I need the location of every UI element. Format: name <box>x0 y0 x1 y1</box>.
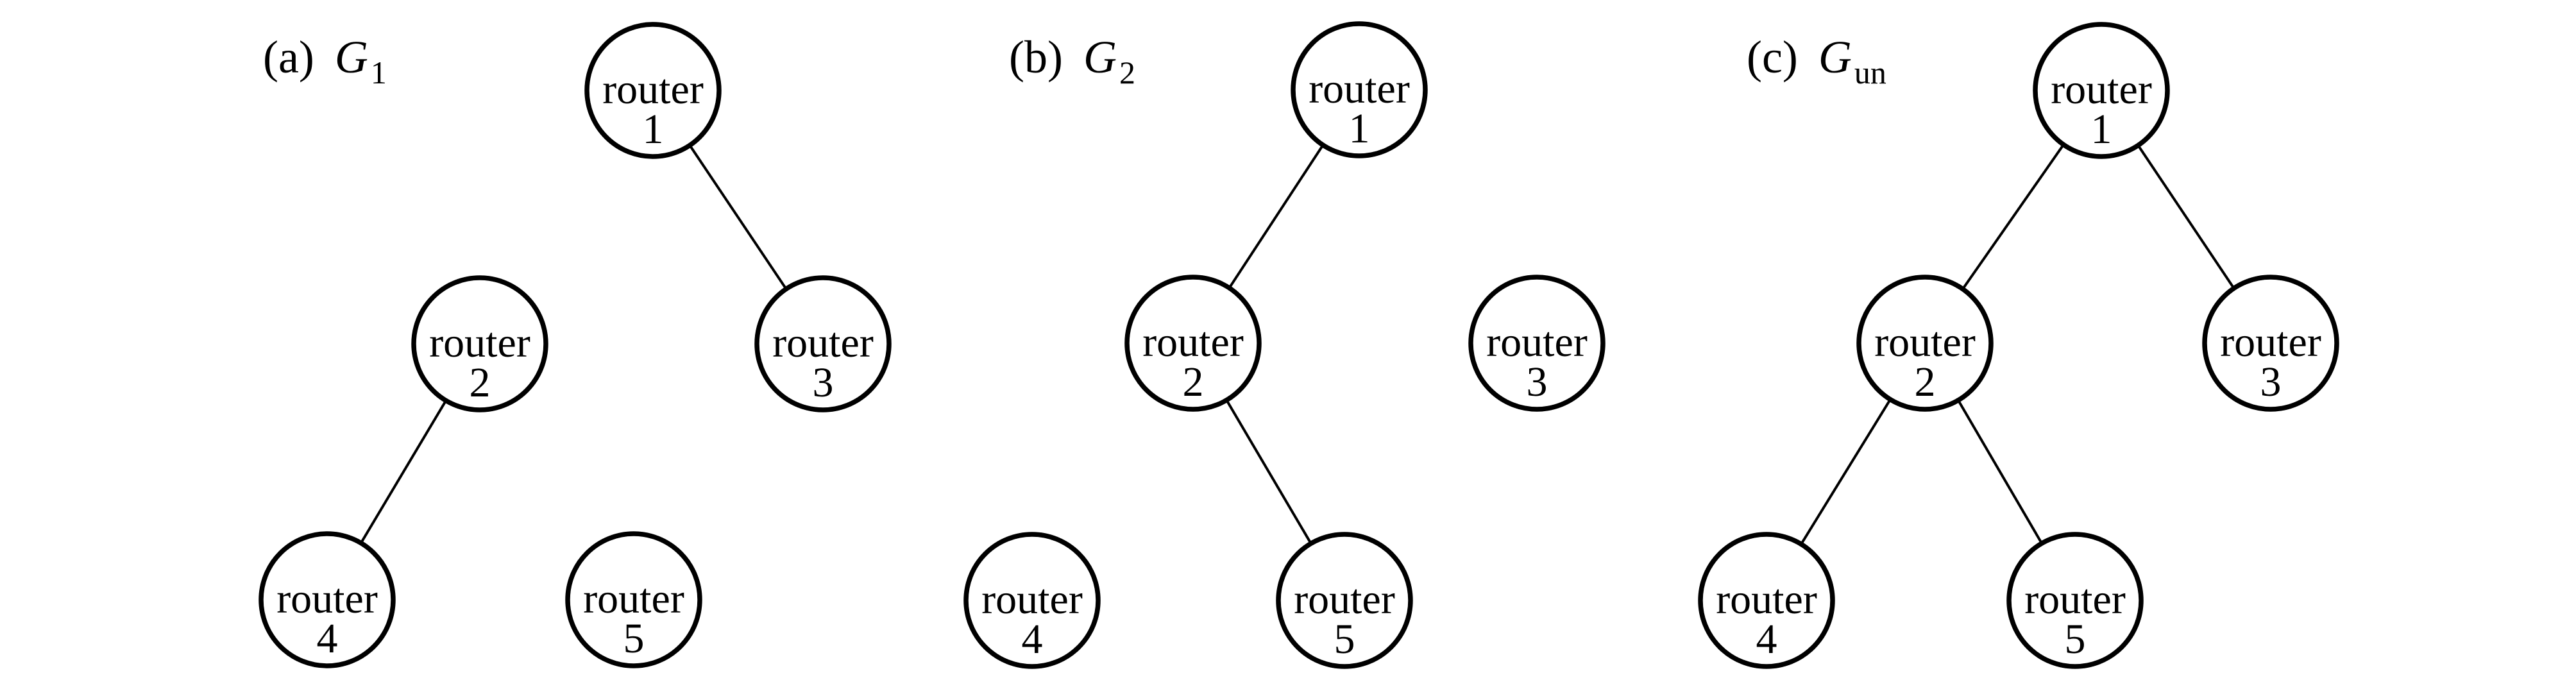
node-label-number: 1 <box>1349 105 1370 152</box>
node-circle <box>584 22 722 159</box>
node-circle <box>1276 532 1413 669</box>
node-label-number: 4 <box>317 615 338 662</box>
node-circle <box>2006 532 2144 669</box>
node-circle <box>1291 21 1428 158</box>
node-label-word: router <box>1716 576 1817 623</box>
node-circle <box>565 531 702 668</box>
node-label-word: router <box>1874 319 1976 366</box>
node-label-word: router <box>2024 576 2126 623</box>
node-circle <box>2202 275 2339 412</box>
node-circle <box>1698 532 1835 669</box>
node-label-number: 5 <box>2065 616 2086 663</box>
panel-label-gun: (c) Gun <box>1747 31 1886 90</box>
node-label-number: 5 <box>1334 616 1355 663</box>
node-label-number: 4 <box>1022 616 1043 663</box>
node-circle <box>258 531 396 668</box>
node-label-number: 2 <box>470 359 491 406</box>
node-label-word: router <box>1486 319 1588 366</box>
panel-label-subscript: un <box>1854 55 1886 90</box>
node-label-word: router <box>429 319 530 366</box>
node-label-word: router <box>772 319 874 366</box>
node-circle <box>1856 275 1994 412</box>
node-label-number: 3 <box>813 359 834 406</box>
node-label-word: router <box>276 575 378 622</box>
panel-label-prefix: (b) <box>1009 31 1063 83</box>
panel-label-symbol: G <box>335 31 368 83</box>
node-label-word: router <box>583 575 684 622</box>
panel-label-symbol: G <box>1818 31 1852 83</box>
panel-gun: router1router2router3router4router5(c)Gu… <box>1698 22 2339 669</box>
node-circle <box>963 532 1101 669</box>
panel-label-subscript: 2 <box>1119 55 1135 90</box>
panel-label-g1: (a) G1 <box>263 31 387 90</box>
node-label-word: router <box>2051 66 2152 113</box>
node-circle <box>2033 22 2170 159</box>
node-label-number: 1 <box>643 106 664 153</box>
panel-label-g2: (b) G2 <box>1009 31 1135 90</box>
node-label-number: 3 <box>2260 359 2282 405</box>
panel-label-symbol: G <box>1083 31 1117 83</box>
node-label-word: router <box>1309 65 1410 112</box>
node-label-word: router <box>2220 319 2321 366</box>
node-label-number: 3 <box>1527 359 1548 405</box>
node-circle <box>411 275 548 412</box>
node-label-word: router <box>1142 319 1244 366</box>
node-circle <box>754 275 892 412</box>
node-label-number: 2 <box>1183 359 1204 405</box>
panel-label-prefix: (c) <box>1747 31 1798 83</box>
node-label-number: 2 <box>1915 359 1936 405</box>
node-label-word: router <box>602 66 704 113</box>
node-label-word: router <box>981 576 1083 623</box>
node-label-word: router <box>1294 576 1395 623</box>
node-label-number: 1 <box>2091 106 2112 153</box>
node-label-number: 4 <box>1756 616 1777 663</box>
node-circle <box>1124 275 1262 412</box>
panel-label-subscript: 1 <box>371 55 387 90</box>
node-circle <box>1468 275 1606 412</box>
node-label-number: 5 <box>623 615 645 662</box>
panel-label-prefix: (a) <box>263 31 314 83</box>
